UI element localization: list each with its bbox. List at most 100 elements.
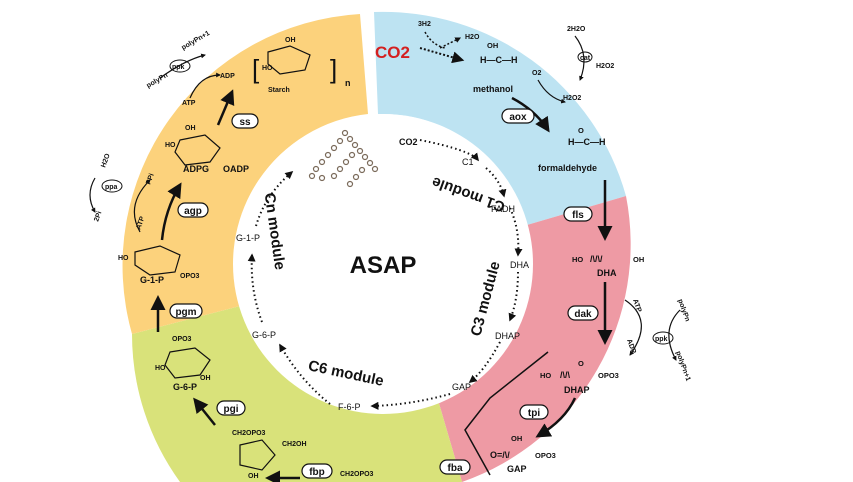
methanol-label: methanol [473, 84, 513, 94]
g6p-label: G-6-P [173, 382, 197, 392]
ppa-arrow [89, 177, 96, 213]
adp-right-label: ADP [625, 338, 637, 355]
g6p-ho-label: HO [155, 365, 166, 372]
polyp-left-arrow [159, 53, 206, 79]
dhap-opo3-label: OPO3 [598, 371, 619, 380]
fbp-enzyme-badge [301, 463, 333, 479]
formaldehyde-structure: H—C—H [568, 137, 606, 147]
cat-label: cat [580, 55, 591, 62]
starch-oh-label: OH [285, 37, 296, 44]
polyp-n1-left-label: polyPn+1 [181, 30, 212, 52]
g6p-ring-structure [164, 347, 211, 379]
adpg-to-starch-arrow [216, 89, 235, 126]
fbp-ch2opo3-label: CH2OPO3 [340, 471, 374, 478]
dhap-o: O [578, 359, 584, 368]
ppa-badge [101, 179, 123, 193]
c1-module-sector [374, 11, 626, 225]
fls-label: fls [572, 210, 584, 221]
o2-label: O2 [532, 70, 541, 77]
inner-fadh-label: FADH [491, 204, 515, 214]
pgi-enzyme-badge [216, 400, 246, 416]
dhap-to-gap-arrow [535, 397, 577, 438]
ppk-right-badge [652, 331, 674, 345]
h2o-arrow [439, 37, 462, 49]
dha-structure: /\/\/ [590, 254, 603, 264]
g6p-oh-label: OH [200, 375, 211, 382]
atp-ppi-arrow [133, 179, 151, 233]
ss-label: ss [239, 117, 251, 128]
polyp-n-right-label: polyPn [676, 298, 691, 322]
h2o2-label: H2O2 [563, 95, 581, 102]
atp-adp-arrow [624, 299, 642, 356]
g1p-opo3-label: OPO3 [180, 273, 200, 280]
inner-gap-label: GAP [452, 382, 471, 392]
starch-label: Starch [268, 87, 290, 94]
fbp-label: fbp [309, 467, 325, 478]
formaldehyde-o: O [578, 126, 584, 135]
c3-module-sector [438, 196, 631, 482]
starch-bracket-right: ] [330, 54, 337, 84]
pgi-label: pgi [224, 404, 239, 415]
atp-right-label: ATP [631, 298, 642, 313]
inner-dhap-label: DHAP [495, 331, 520, 341]
h2o-cat-label: 2H2O [567, 26, 586, 33]
cn-module-sector [122, 14, 368, 334]
h2o-output-label: H2O [465, 34, 480, 41]
starch-ho-label: HO [262, 65, 273, 72]
inner-f6p-label: F-6-P [338, 402, 361, 412]
dhap-ho-label: HO [540, 371, 551, 380]
gap-label: GAP [507, 464, 527, 474]
inner-g6p-label: G-6-P [252, 330, 276, 340]
gap-structure: O=/\/ [490, 450, 510, 460]
g1p-ho-label: HO [118, 255, 129, 262]
h2-input-label: 3H2 [418, 21, 431, 28]
h2o2-top-label: H2O2 [596, 63, 614, 70]
ppk-left-label: ppk [172, 64, 185, 71]
fba-label: fba [448, 463, 463, 474]
fls-enzyme-badge [563, 206, 593, 222]
twopi-label: 2Pi [93, 210, 103, 222]
dha-label: DHA [597, 268, 617, 278]
methanol-oh-label: OH [487, 41, 498, 50]
agp-label: agp [184, 206, 202, 217]
tpi-label: tpi [528, 408, 540, 419]
ss-enzyme-badge [231, 113, 259, 129]
ppi-label: PPi [145, 173, 155, 186]
starch-n-label: n [345, 78, 351, 88]
f6p-ch2opo3-label: CH2OPO3 [232, 430, 266, 437]
aox-label: aox [509, 112, 527, 123]
g6p-opo3-label: OPO3 [172, 336, 192, 343]
adpg-label: ADPG [183, 164, 209, 174]
adpg-ring-structure [174, 134, 221, 166]
atp-top-label: ATP [182, 100, 196, 107]
inner-disk [233, 114, 533, 414]
f6p-to-g6p-arrow [193, 397, 216, 426]
pgm-enzyme-badge [169, 303, 203, 319]
polyp-right-arrow [668, 309, 681, 361]
c6-module-sector [132, 306, 462, 482]
g1p-ring-structure [134, 245, 181, 276]
dhap-fba-line [464, 351, 549, 476]
ppk-right-label: ppk [655, 336, 668, 343]
starch-branch-icon [308, 129, 379, 188]
pgm-label: pgm [175, 307, 196, 318]
oadp-label: OADP [223, 164, 249, 174]
cat-arrow [574, 35, 585, 81]
inner-co2-label: CO2 [399, 137, 418, 147]
inner-c1-label: C1 [462, 157, 474, 167]
inner-dotted-cycle [247, 139, 523, 410]
co2-input-label: CO2 [375, 43, 410, 62]
g1p-label: G-1-P [140, 275, 164, 285]
f6p-ch2oh-label: CH2OH [282, 441, 307, 448]
atp-left-label: ATP [135, 215, 146, 230]
g1p-to-adpg-arrow [160, 182, 182, 241]
gap-oh-label: OH [511, 434, 522, 443]
formaldehyde-label: formaldehyde [538, 163, 597, 173]
adp-top-label: ADP [220, 73, 235, 80]
gap-opo3-label: OPO3 [535, 451, 556, 460]
adpg-oh-label: OH [185, 125, 196, 132]
f6p-ring-structure [239, 439, 276, 471]
starch-ring-structure [267, 45, 311, 75]
polyp-n1-right-label: polyPn+1 [674, 350, 691, 382]
